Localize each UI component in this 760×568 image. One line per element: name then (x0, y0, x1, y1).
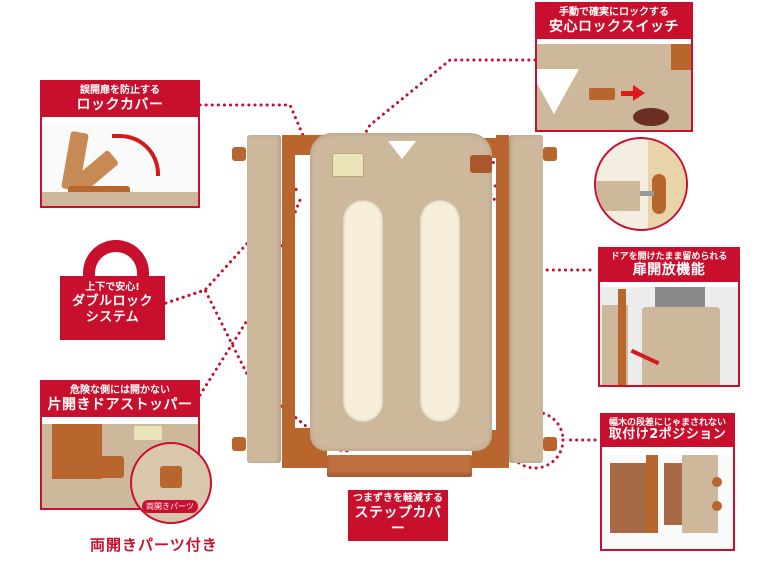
double-open-parts-circle: 両開きパーツ (130, 442, 212, 524)
door-window-right (420, 200, 460, 422)
callout-title: 片開きドアストッパー (47, 396, 193, 413)
frame-post-left (282, 135, 295, 465)
step-cover (327, 455, 472, 477)
frame-post (646, 455, 658, 533)
callout-subtitle: 危険な側には開かない (70, 385, 170, 396)
leader-lock-cover (198, 103, 307, 142)
callout-title: 取付け2ポジション (608, 427, 727, 443)
pressure-bolt-bottom-right (543, 437, 557, 451)
callout-subtitle: つまずきを軽減する (353, 493, 443, 504)
padlock-body: 上下で安心! ダブルロック システム (60, 276, 165, 340)
lock-switch-photo (537, 44, 691, 130)
door-window-left (343, 200, 383, 422)
frame-corner (671, 44, 691, 70)
callout-header: 危険な側には開かない 片開きドアストッパー (42, 382, 198, 417)
brand-logo (633, 108, 669, 126)
arrow-right-icon (621, 91, 635, 96)
pressure-bolt-top-left (232, 147, 246, 161)
wall-pad (652, 174, 666, 214)
door-latch (470, 155, 492, 173)
double-lock-line1: 上下で安心! (85, 282, 140, 293)
lock-cover-photo (42, 124, 198, 206)
double-lock-line2: ダブルロック (71, 294, 153, 309)
callout-lock-cover: 誤開扉を防止する ロックカバー (40, 80, 200, 208)
double-open-parts-note: 両開きパーツ付き (90, 536, 218, 554)
mount-hole-2 (712, 501, 722, 511)
arrow-right-icon-head (633, 85, 645, 101)
wall-pad-detail-circle (594, 137, 688, 231)
callout-door-hold-open: ドアを開けたまま留められる 扉開放機能 (598, 247, 740, 387)
warning-label (134, 426, 162, 440)
callout-lock-switch: 手動で確実にロックする 安心ロックスイッチ (535, 2, 693, 132)
bracket-right (664, 463, 684, 525)
callout-title: 扉開放機能 (632, 262, 706, 279)
callout-subtitle: 幅木の段差にじゃまされない (608, 418, 726, 428)
gate-top-rail (42, 192, 198, 206)
callout-two-positions: 幅木の段差にじゃまされない 取付け2ポジション (600, 413, 735, 551)
two-positions-photo (602, 455, 733, 549)
double-open-part (160, 466, 182, 488)
bracket-left (610, 463, 652, 533)
lock-switch-button (589, 88, 615, 100)
gate-door-panel (310, 133, 492, 451)
double-open-parts-badge: 両開きパーツ (142, 500, 198, 513)
pressure-bolt-top-right (543, 147, 557, 161)
extension-left (247, 135, 281, 463)
callout-subtitle: 手動で確実にロックする (559, 7, 669, 18)
callout-title: ステップカバー (354, 504, 442, 537)
opened-door-panel (642, 307, 720, 385)
callout-subtitle: ドアを開けたまま留められる (610, 252, 728, 262)
pressure-screw (638, 191, 654, 196)
highlight-position (505, 410, 565, 470)
extension-panel (682, 455, 718, 533)
extension-right (509, 135, 543, 463)
stopper-frame (52, 424, 102, 479)
leader-double-lock-bottom (158, 288, 337, 452)
double-lock-line3: システム (85, 309, 140, 325)
warning-label (332, 153, 364, 177)
callout-double-lock: 上下で安心! ダブルロック システム (60, 240, 165, 340)
gate-side-post (618, 289, 626, 385)
callout-title: ロックカバー (76, 96, 164, 113)
handle-cutout (537, 69, 579, 114)
callout-title: 安心ロックスイッチ (548, 18, 680, 35)
callout-subtitle: 誤開扉を防止する (80, 85, 160, 96)
callout-header: 幅木の段差にじゃまされない 取付け2ポジション (602, 415, 733, 448)
gate-edge (596, 181, 640, 211)
door-handle-cutout (388, 141, 416, 159)
mount-hole-1 (712, 477, 722, 487)
callout-header: ドアを開けたまま留められる 扉開放機能 (600, 249, 738, 283)
stopper-plate (94, 456, 124, 478)
curved-arrow-icon (112, 134, 160, 176)
frame-post-right (496, 135, 509, 465)
pressure-bolt-bottom-left (232, 437, 246, 451)
callout-header: 誤開扉を防止する ロックカバー (42, 82, 198, 117)
door-hold-open-photo (600, 287, 738, 385)
callout-step-cover: つまずきを軽減する ステップカバー (348, 490, 448, 541)
callout-header: 手動で確実にロックする 安心ロックスイッチ (537, 4, 691, 39)
gate-product-image (232, 130, 557, 480)
